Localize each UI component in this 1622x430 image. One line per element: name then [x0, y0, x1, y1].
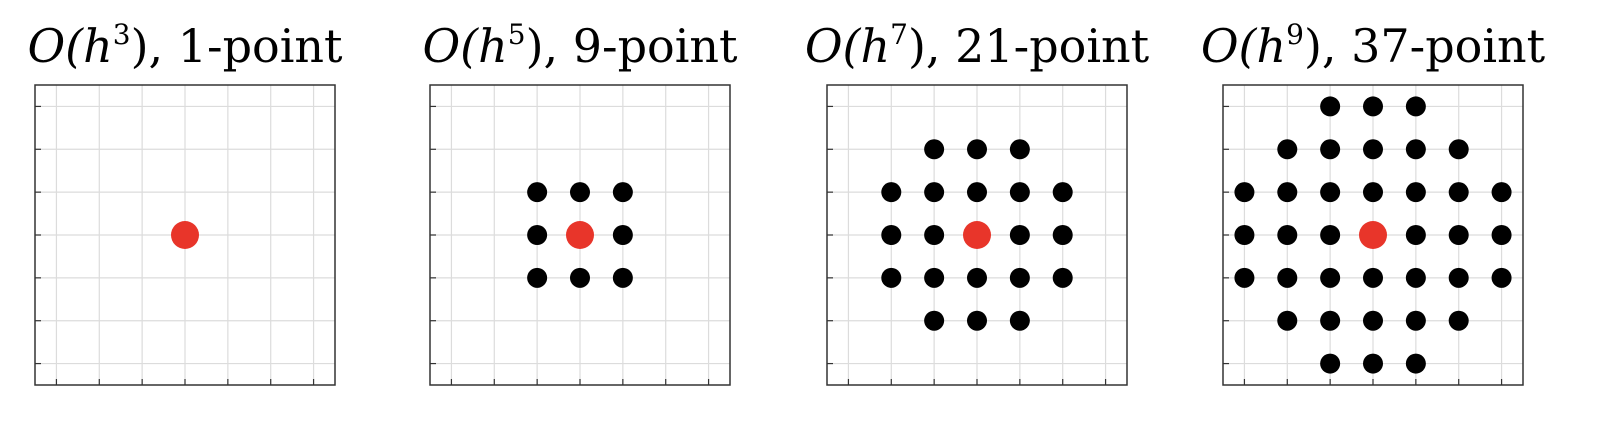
stencil-point	[1234, 267, 1255, 288]
stencil-point	[1009, 182, 1030, 203]
title-tail: ), 1-point	[131, 19, 343, 73]
panel-title: O(h5), 9-point	[422, 18, 738, 73]
stencil-point	[881, 225, 902, 245]
stencil-point	[881, 182, 902, 203]
plot-frame	[429, 84, 731, 386]
title-lead: O(h	[1201, 19, 1286, 73]
stencil-point	[527, 225, 548, 245]
stencil-point	[1277, 267, 1298, 288]
stencil-point	[1448, 139, 1469, 160]
stencil-point	[1491, 267, 1512, 288]
stencil-point	[527, 182, 548, 203]
stencil-point	[1363, 353, 1383, 374]
stencil-point	[1405, 139, 1426, 160]
stencil-point	[1405, 310, 1426, 331]
stencil-point	[1277, 139, 1298, 160]
stencil-point	[1405, 96, 1426, 117]
title-lead: O(h	[805, 19, 890, 73]
title-exponent: 3	[113, 18, 131, 51]
stencil-point	[1009, 139, 1030, 160]
panel-title: O(h9), 37-point	[1201, 18, 1546, 73]
stencil-point	[1320, 225, 1341, 245]
stencil-point	[612, 267, 633, 288]
stencil-point	[1448, 225, 1469, 245]
stencil-point	[967, 267, 987, 288]
stencil-point	[1277, 310, 1298, 331]
stencil-point	[570, 267, 590, 288]
stencil-panel: O(h9), 37-point	[1201, 18, 1546, 386]
stencil-point	[1277, 182, 1298, 203]
stencil-point	[1448, 267, 1469, 288]
stencil-center-point	[963, 221, 991, 249]
plot-frame	[34, 84, 336, 386]
stencil-point	[1234, 182, 1255, 203]
stencil-point	[1448, 182, 1469, 203]
stencil-point	[1491, 182, 1512, 203]
stencil-point	[967, 139, 987, 160]
stencil-point	[1277, 225, 1298, 245]
stencil-point	[1009, 225, 1030, 245]
stencil-point	[1363, 96, 1383, 117]
stencil-point	[1052, 267, 1073, 288]
stencil-point	[1320, 182, 1341, 203]
title-exponent: 9	[1286, 18, 1304, 51]
stencil-point	[924, 310, 945, 331]
stencil-center-point	[1359, 221, 1387, 249]
plot-frame	[1222, 84, 1524, 386]
stencil-point	[924, 267, 945, 288]
stencil-point	[1234, 225, 1255, 245]
stencil-point	[1320, 310, 1341, 331]
title-exponent: 7	[890, 18, 908, 51]
stencil-point	[1320, 353, 1341, 374]
stencil-panel: O(h7), 21-point	[805, 18, 1150, 386]
stencil-point	[1448, 310, 1469, 331]
stencil-panel: O(h5), 9-point	[422, 18, 738, 386]
stencil-point	[570, 182, 590, 203]
plot-frame	[826, 84, 1128, 386]
stencil-point	[1405, 225, 1426, 245]
stencil-point	[1405, 353, 1426, 374]
stencil-point	[924, 225, 945, 245]
stencil-center-point	[171, 221, 199, 249]
stencil-point	[1009, 267, 1030, 288]
stencil-center-point	[566, 221, 594, 249]
stencil-point	[1320, 139, 1341, 160]
stencil-point	[527, 267, 548, 288]
stencil-point	[967, 310, 987, 331]
stencil-point	[1052, 182, 1073, 203]
stencil-point	[967, 182, 987, 203]
stencil-panel: O(h3), 1-point	[27, 18, 343, 386]
stencil-point	[1320, 96, 1341, 117]
panel-title: O(h7), 21-point	[805, 18, 1150, 73]
stencil-point	[1009, 310, 1030, 331]
stencil-point	[1052, 225, 1073, 245]
title-lead: O(h	[27, 19, 112, 73]
title-lead: O(h	[422, 19, 507, 73]
stencil-point	[924, 139, 945, 160]
stencil-point	[924, 182, 945, 203]
stencil-point	[1405, 267, 1426, 288]
stencil-point	[1320, 267, 1341, 288]
title-tail: ), 9-point	[526, 19, 738, 73]
stencil-point	[1363, 139, 1383, 160]
stencil-point	[1363, 267, 1383, 288]
stencil-point	[1405, 182, 1426, 203]
stencil-point	[612, 225, 633, 245]
title-exponent: 5	[508, 18, 526, 51]
panel-title: O(h3), 1-point	[27, 18, 343, 73]
stencil-point	[1363, 182, 1383, 203]
stencil-point	[612, 182, 633, 203]
stencil-point	[881, 267, 902, 288]
title-tail: ), 21-point	[908, 19, 1150, 73]
stencil-point	[1491, 225, 1512, 245]
stencil-point	[1363, 310, 1383, 331]
title-tail: ), 37-point	[1304, 19, 1546, 73]
